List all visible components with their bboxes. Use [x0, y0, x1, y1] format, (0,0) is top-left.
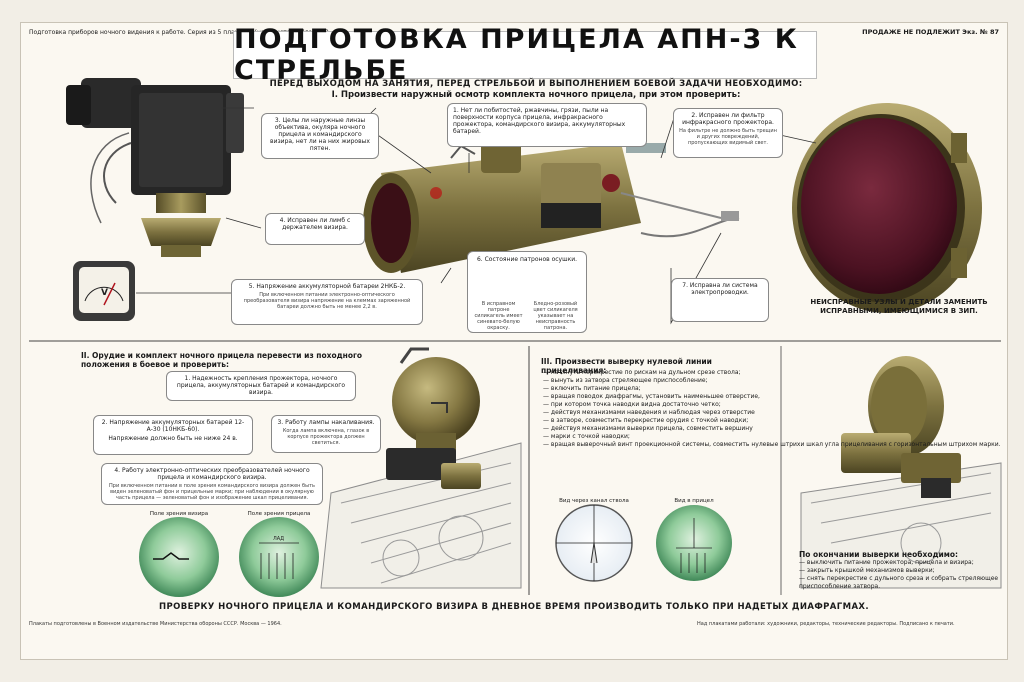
item1-text: 1. Нет ли побитостей, ржавчины, грязи, п…: [453, 107, 626, 135]
callout-item2: 2. Исправен ли фильтр инфракрасного прож…: [673, 108, 783, 158]
s2-item2-text: 2. Напряжение аккумуляторных батарей 12-…: [101, 419, 245, 433]
item3-text: 3. Целы ли наружные линзы объектива, оку…: [270, 117, 370, 152]
header-series-line: Подготовка приборов ночного видения к ра…: [29, 29, 331, 36]
reticle-text: ЛАД: [273, 536, 284, 542]
section4-step: закрыть крышкой механизмов выверки;: [799, 567, 1007, 575]
section3-step: действуя механизмами наведения и наблюда…: [543, 409, 777, 417]
callout-s2-item2: 2. Напряжение аккумуляторных батарей 12-…: [93, 415, 253, 455]
poster-title: ПОДГОТОВКА ПРИЦЕЛА АПН-3 К СТРЕЛЬБЕ: [234, 24, 799, 86]
sight-fields-section3: [555, 504, 732, 582]
illustrations: V: [29, 78, 1002, 597]
callout-item3: 3. Целы ли наружные линзы объектива, оку…: [261, 113, 379, 159]
item2-note: На фильтре не должно быть трещин и други…: [679, 128, 777, 146]
section4-steps: выключить питание прожектора, прицела и …: [799, 559, 1007, 591]
s2-item3-note: Когда лампа включена, глазок в корпусе п…: [282, 428, 370, 446]
s2-item2-b: Напряжение должно быть не ниже 24 в.: [108, 435, 238, 442]
item5-note: При включенном питании электронно-оптиче…: [243, 292, 411, 310]
caption-view-barrel: Вид через канал ствола: [559, 498, 629, 504]
item7-text: 7. Исправна ли система электропроводки.: [682, 282, 758, 296]
item6-note-a: В исправном патроне силикагель имеет син…: [474, 301, 523, 331]
section3-steps: натянуть перекрестие по рискам на дульно…: [543, 369, 1001, 449]
section3-step: вынуть из затвора стреляющее приспособле…: [543, 377, 777, 385]
replace-parts-note: НЕИСПРАВНЫЕ УЗЛЫ И ДЕТАЛИ ЗАМЕНИТЬ ИСПРА…: [810, 298, 988, 315]
section3-step: при котором точка наводки видна достаточ…: [543, 401, 777, 409]
poster: Подготовка приборов ночного видения к ра…: [20, 22, 1008, 660]
s2-item1-text: 1. Надежность крепления прожектора, ночн…: [176, 375, 346, 396]
section-dividers: [29, 340, 1001, 595]
caption-view-sight: Поле зрения прицела: [247, 511, 311, 517]
section3-step: марки с точкой наводки;: [543, 433, 777, 441]
section4-step: снять перекрестие с дульного среза и соб…: [799, 575, 1007, 591]
footer-left-credits: Плакаты подготовлены в Военном издательс…: [29, 621, 282, 627]
item6-notes: В исправном патроне силикагель имеет син…: [473, 301, 581, 331]
callout-item4: 4. Исправен ли лимб с держателем визира.: [265, 213, 365, 245]
ir-filter-illustration: [792, 103, 982, 313]
voltmeter-illustration: V: [73, 261, 135, 321]
section4-step: выключить питание прожектора, прицела и …: [799, 559, 1007, 567]
footer-warning-banner: ПРОВЕРКУ НОЧНОГО ПРИЦЕЛА И КОМАНДИРСКОГО…: [21, 599, 1007, 615]
callout-item1: 1. Нет ли побитостей, ржавчины, грязи, п…: [447, 103, 647, 147]
header-restriction: ПРОДАЖЕ НЕ ПОДЛЕЖИТ Экз. № 87: [862, 28, 999, 36]
section1-heading: I. Произвести наружный осмотр комплекта …: [331, 90, 741, 100]
s2-item4-note: При включенном питании в поле зрения ком…: [109, 483, 315, 501]
section3-step: в затворе, совместить перекрестие орудия…: [543, 417, 777, 425]
subtitle: ПЕРЕД ВЫХОДОМ НА ЗАНЯТИЯ, ПЕРЕД СТРЕЛЬБО…: [269, 79, 803, 89]
section3-step: включить питание прицела;: [543, 385, 777, 393]
s2-item3-text: 3. Работу лампы накаливания.: [277, 419, 375, 426]
caption-view-commander: Поле зрения визира: [149, 511, 209, 517]
section2-heading: II. Орудие и комплект ночного прицела пе…: [81, 351, 363, 369]
projector-on-gun-illustration: [320, 347, 522, 589]
sight-fields-section2: ЛАД: [139, 517, 319, 597]
commander-sight-illustration: [66, 78, 244, 257]
item2-text: 2. Исправен ли фильтр инфракрасного прож…: [682, 112, 774, 126]
section3-step: вращая поводок диафрагмы, установить наи…: [543, 393, 777, 401]
section3-step: натянуть перекрестие по рискам на дульно…: [543, 369, 777, 377]
callout-s2-item3: 3. Работу лампы накаливания. Когда лампа…: [271, 415, 381, 453]
after-verification-block: По окончании выверки необходимо: выключи…: [799, 550, 1007, 591]
item5-text: 5. Напряжение аккумуляторной батареи 2НК…: [248, 283, 406, 290]
caption-view-in-sight: Вид в прицел: [674, 498, 714, 504]
section4-heading: По окончании выверки необходимо:: [799, 550, 959, 559]
title-box: ПОДГОТОВКА ПРИЦЕЛА АПН-3 К СТРЕЛЬБЕ: [233, 24, 817, 86]
callout-item5: 5. Напряжение аккумуляторной батареи 2НК…: [231, 279, 423, 325]
item4-text: 4. Исправен ли лимб с держателем визира.: [279, 217, 351, 231]
footer-right-credits: Над плакатами работали: художники, редак…: [697, 621, 955, 627]
callout-s2-item4: 4. Работу электронно-оптических преобраз…: [101, 463, 323, 505]
callout-item6: 6. Состояние патронов осушки. В исправно…: [467, 251, 587, 333]
item6-text: 6. Состояние патронов осушки.: [476, 256, 578, 263]
section3-step: вращая выверочный винт проекционной сист…: [543, 441, 1001, 449]
item6-note-b: Бледно-розовый цвет силикагеля указывает…: [533, 301, 578, 331]
meter-v-label: V: [101, 288, 108, 298]
projector-verification-illustration: [800, 356, 1002, 589]
section3-step: действуя механизмами выверки прицела, со…: [543, 425, 777, 433]
night-sight-illustration: [363, 143, 722, 273]
s2-item4-text: 4. Работу электронно-оптических преобраз…: [114, 467, 310, 481]
callout-item7: 7. Исправна ли система электропроводки.: [671, 278, 769, 322]
callout-s2-item1: 1. Надежность крепления прожектора, ночн…: [166, 371, 356, 401]
